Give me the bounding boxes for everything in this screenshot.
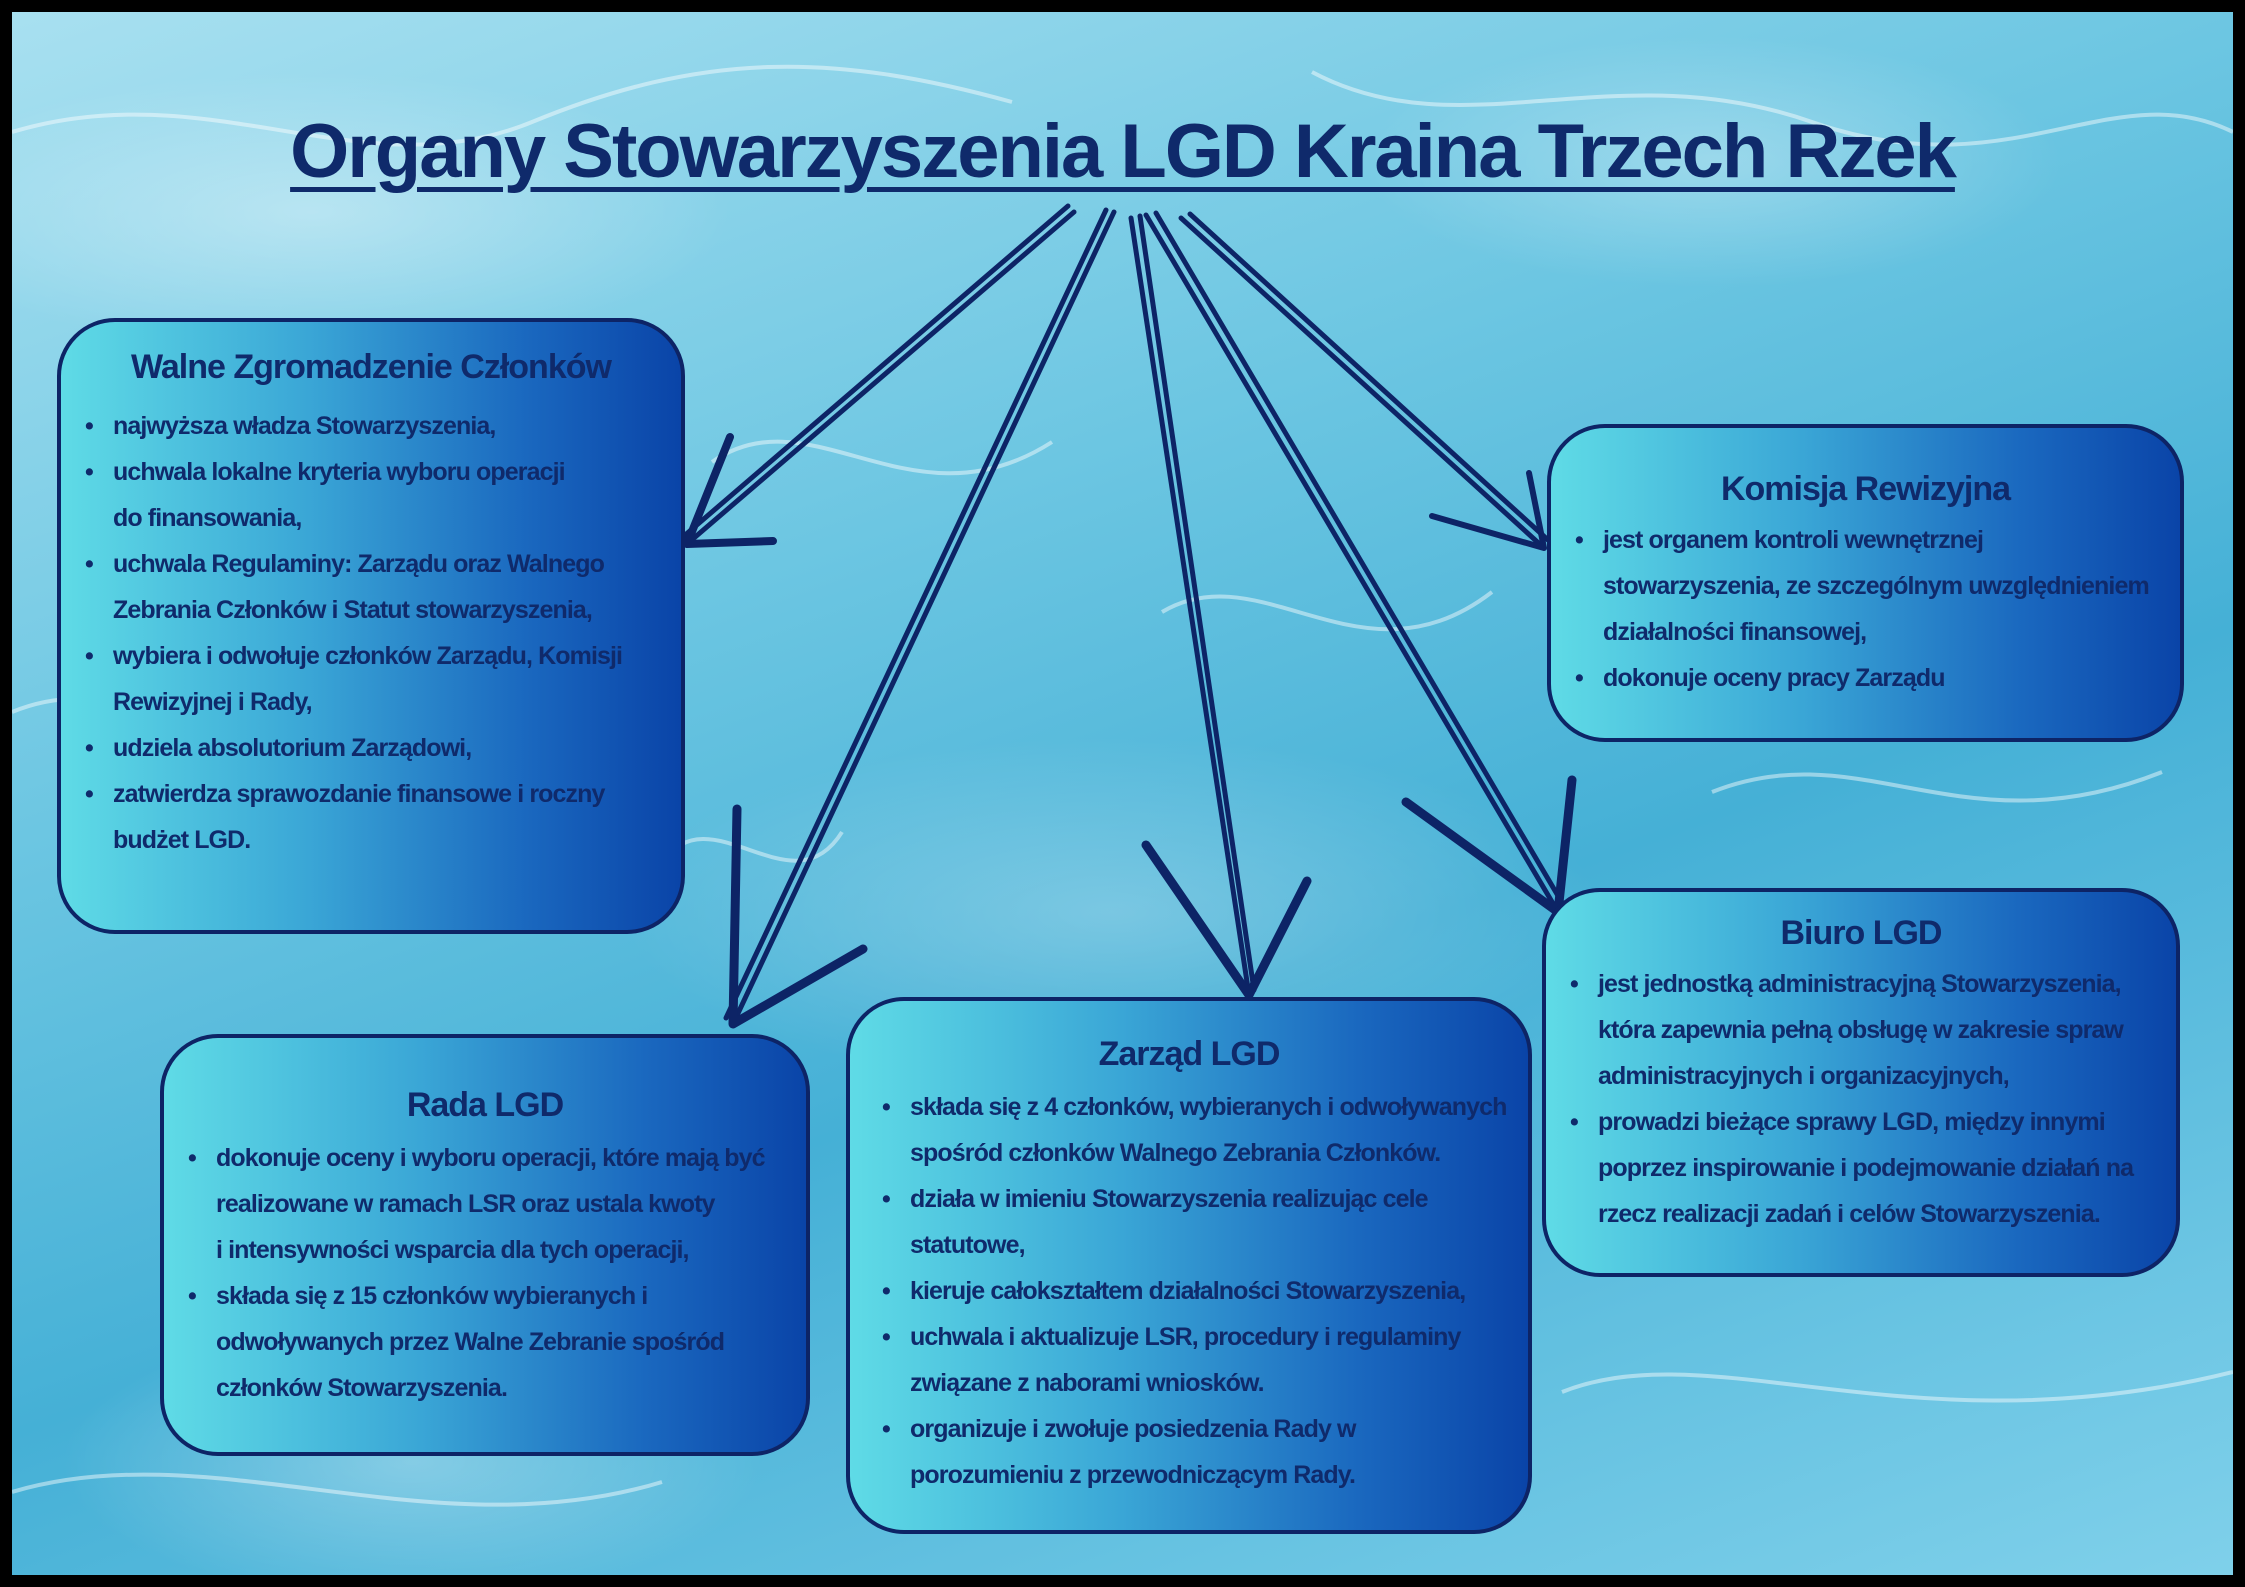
bullet-text-line: działalności finansowej, xyxy=(1603,618,1867,646)
box-rada-lgd: Rada LGD dokonuje oceny i wyboru operacj… xyxy=(160,1034,810,1456)
bullet-text-line: dokonuje oceny pracy Zarządu xyxy=(1603,664,1945,692)
bullet-item: organizuje i zwołuje posiedzenia Rady w p… xyxy=(882,1406,1528,1498)
bullet-text-line: dokonuje oceny i wyboru operacji, które … xyxy=(216,1144,766,1172)
bullet-item: działa w imieniu Stowarzyszenia realizuj… xyxy=(882,1176,1528,1268)
bullet-item: wybiera i odwołuje członków Zarządu, Kom… xyxy=(85,633,681,725)
arrow-to-rada xyxy=(723,207,1117,1029)
bullet-list: najwyższa władza Stowarzyszenia, uchwala … xyxy=(61,403,681,863)
bullet-text-line: Zebrania Członków i Statut stowarzyszeni… xyxy=(113,596,593,624)
bullet-text-line: spośród członków Walnego Zebrania Członk… xyxy=(910,1139,1441,1167)
bullet-text-line: składa się z 4 członków, wybieranych i o… xyxy=(910,1093,1507,1121)
bullet-item: dokonuje oceny pracy Zarządu xyxy=(1575,655,2180,701)
bullet-list: jest organem kontroli wewnętrznej stowarz… xyxy=(1551,517,2180,701)
arrow-to-biuro xyxy=(1143,210,1577,917)
bullet-text-line: związane z naborami wniosków. xyxy=(910,1369,1265,1397)
box-heading: Komisja Rewizyjna xyxy=(1720,470,2011,508)
bullet-text-line: która zapewnia pełną obsługę w zakresie … xyxy=(1598,1016,2124,1044)
bullet-text-line: jest organem kontroli wewnętrznej xyxy=(1603,526,1984,554)
box-komisja-rewizyjna: Komisja Rewizyjna jest organem kontroli … xyxy=(1547,424,2184,742)
bullet-item: jest jednostką administracyjną Stowarzys… xyxy=(1570,961,2176,1099)
bullet-text-line: i intensywności wsparcia dla tych operac… xyxy=(216,1236,689,1264)
bullet-item: uchwala Regulaminy: Zarządu oraz Walnego… xyxy=(85,541,681,633)
bullet-text-line: odwoływanych przez Walne Zebranie spośró… xyxy=(216,1328,725,1356)
bullet-text-line: jest jednostką administracyjną Stowarzys… xyxy=(1598,970,2122,998)
bullet-text-line: realizowane w ramach LSR oraz ustala kwo… xyxy=(216,1190,715,1218)
bullet-item: uchwala lokalne kryteria wyboru operacji… xyxy=(85,449,681,541)
bullet-item: udziela absolutorium Zarządowi, xyxy=(85,725,681,771)
bullet-item: dokonuje oceny i wyboru operacji, które … xyxy=(188,1135,806,1273)
bullet-text-line: porozumieniu z przewodniczącym Rady. xyxy=(910,1461,1356,1489)
page-title: Organy Stowarzyszenia LGD Kraina Trzech … xyxy=(290,109,1957,194)
bullet-text-line: do finansowania, xyxy=(113,504,302,532)
bullet-item: kieruje całokształtem działalności Stowa… xyxy=(882,1268,1528,1314)
arrow-to-zarzad xyxy=(1128,213,1312,1000)
arrow-to-komisja xyxy=(1178,211,1551,551)
bullet-text-line: członków Stowarzyszenia. xyxy=(216,1374,508,1402)
bullet-text-line: wybiera i odwołuje członków Zarządu, Kom… xyxy=(113,642,623,670)
bullet-text-line: statutowe, xyxy=(910,1231,1026,1259)
bullet-text-line: poprzez inspirowanie i podejmowanie dzia… xyxy=(1598,1154,2134,1182)
bullet-text-line: Rewizyjnej i Rady, xyxy=(113,688,313,716)
box-heading: Rada LGD xyxy=(406,1086,564,1124)
bullet-item: najwyższa władza Stowarzyszenia, xyxy=(85,403,681,449)
box-heading: Biuro LGD xyxy=(1780,914,1943,952)
bullet-text-line: stowarzyszenia, ze szczególnym uwzględni… xyxy=(1603,572,2150,600)
box-walne-zgromadzenie: Walne Zgromadzenie Członków najwyższa wł… xyxy=(57,318,685,934)
bullet-item: prowadzi bieżące sprawy LGD, między inny… xyxy=(1570,1099,2176,1237)
bullet-item: jest organem kontroli wewnętrznej stowarz… xyxy=(1575,517,2180,655)
bullet-text-line: administracyjnych i organizacyjnych, xyxy=(1598,1062,2010,1090)
arrow-to-walne xyxy=(681,203,1077,548)
bullet-text-line: organizuje i zwołuje posiedzenia Rady w xyxy=(910,1415,1356,1443)
bullet-text-line: uchwala i aktualizuje LSR, procedury i r… xyxy=(910,1323,1461,1351)
box-heading: Zarząd LGD xyxy=(1098,1035,1281,1073)
bullet-text-line: budżet LGD. xyxy=(113,826,251,854)
bullet-text-line: prowadzi bieżące sprawy LGD, między inny… xyxy=(1598,1108,2106,1136)
bullet-text-line: rzecz realizacji zadań i celów Stowarzys… xyxy=(1598,1200,2101,1228)
bullet-list: jest jednostką administracyjną Stowarzys… xyxy=(1546,961,2176,1237)
bullet-text-line: składa się z 15 członków wybieranych i xyxy=(216,1282,648,1310)
box-biuro-lgd: Biuro LGD jest jednostką administracyjną… xyxy=(1542,888,2180,1277)
bullet-text-line: kieruje całokształtem działalności Stowa… xyxy=(910,1277,1466,1305)
bullet-text-line: najwyższa władza Stowarzyszenia, xyxy=(113,412,496,440)
bullet-list: składa się z 4 członków, wybieranych i o… xyxy=(850,1084,1528,1498)
bullet-item: uchwala i aktualizuje LSR, procedury i r… xyxy=(882,1314,1528,1406)
bullet-list: dokonuje oceny i wyboru operacji, które … xyxy=(164,1135,806,1411)
box-zarzad-lgd: Zarząd LGD składa się z 4 członków, wybi… xyxy=(846,997,1532,1534)
bullet-text-line: działa w imieniu Stowarzyszenia realizuj… xyxy=(910,1185,1429,1213)
bullet-text-line: zatwierdza sprawozdanie finansowe i rocz… xyxy=(113,780,605,808)
bullet-text-line: uchwala Regulaminy: Zarządu oraz Walnego xyxy=(113,550,605,578)
bullet-item: zatwierdza sprawozdanie finansowe i rocz… xyxy=(85,771,681,863)
bullet-item: składa się z 4 członków, wybieranych i o… xyxy=(882,1084,1528,1176)
bullet-item: składa się z 15 członków wybieranych i od… xyxy=(188,1273,806,1411)
bullet-text-line: uchwala lokalne kryteria wyboru operacji xyxy=(113,458,566,486)
bullet-text-line: udziela absolutorium Zarządowi, xyxy=(113,734,472,762)
box-heading: Walne Zgromadzenie Członków xyxy=(131,348,612,386)
